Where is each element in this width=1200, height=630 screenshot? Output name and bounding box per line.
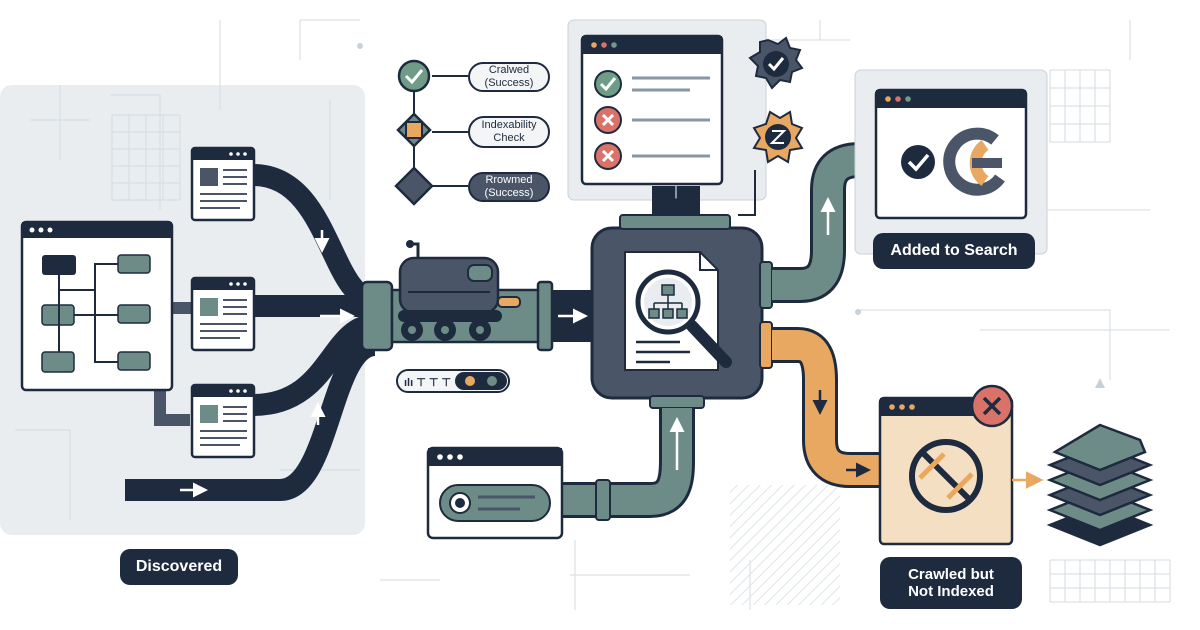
page-card-1 [190,146,256,222]
diamond-icon [394,166,434,206]
processing-box [590,214,773,409]
check-icon [594,70,622,98]
slate-connectors [154,302,192,426]
grid-top-right [1049,69,1111,143]
sitemap-window [20,220,174,392]
legend-flow [394,59,468,206]
bottom-source-window [426,446,564,540]
grid-top-left [111,114,181,201]
not-indexed-pipe [772,327,885,488]
verified-badge-icon [748,36,804,90]
pending-badge-icon [752,110,804,164]
badge-connector [738,170,756,216]
discovery-pipes [125,164,378,501]
page-card-2 [190,276,256,352]
crawled-not-indexed-label: Crawled but Not Indexed [880,557,1022,609]
crawler-robot-icon [398,240,521,341]
magnifier-icon [635,269,732,368]
page-card-3 [190,383,256,459]
check-icon [397,59,431,93]
discovery-pipe-arrows [180,230,355,498]
legend-indexability-pill: Indexability Check [468,116,550,148]
bottom-pipe [562,408,695,521]
search-output-pipe [772,142,880,303]
crawler-status-glyphs: ılı ⊤ ⊤ ⊤ [404,377,451,389]
added-to-search-label: Added to Search [873,233,1035,269]
discarded-stack-icon [1046,423,1154,547]
search-engine-logo-icon [943,127,1005,196]
discovered-label: Discovered [120,549,238,585]
check-icon [901,145,935,179]
grid-bottom-right [1049,559,1171,603]
not-indexed-window [878,384,1014,546]
checklist-window [567,19,767,226]
search-window [854,69,1048,255]
crawler-status-bar: ılı ⊤ ⊤ ⊤ [396,369,510,393]
blocked-icon [909,439,983,513]
legend-crawled-pill: Cralwed (Success) [468,62,550,92]
hatch-area [730,485,840,605]
legend-rrowmed-pill: Rrowmed (Success) [468,172,550,202]
